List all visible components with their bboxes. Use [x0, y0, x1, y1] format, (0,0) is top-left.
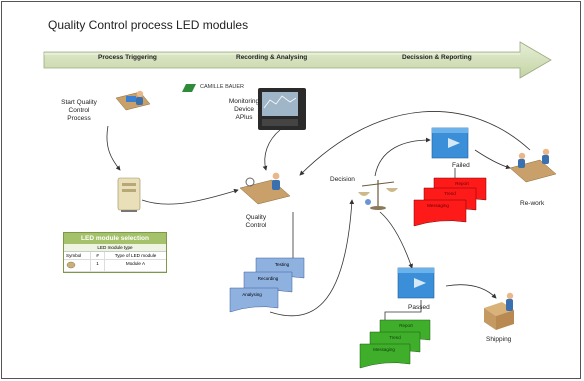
flow-docs-to-decision — [269, 199, 355, 317]
led-table-subtitle: LED module type — [64, 244, 166, 252]
phase-label-decision: Decission & Reporting — [402, 54, 472, 61]
shipping-icon — [484, 292, 514, 330]
led-table-row: 1 Module A — [64, 260, 166, 272]
failed-report-stack — [413, 177, 487, 227]
server-icon — [117, 177, 141, 212]
failed-label: Failed — [452, 162, 470, 169]
rework-label: Re-work — [520, 200, 545, 207]
flow-qc-to-docs — [287, 212, 294, 263]
failed-doc-trend: Trend — [444, 191, 456, 196]
led-table-header-symbol: Symbol — [64, 252, 91, 259]
led-table-header-row: Symbol # Type of LED module — [64, 252, 166, 260]
phase-label-recording: Recording & Analysing — [236, 54, 308, 61]
shipping-label: Shipping — [486, 336, 512, 343]
camille-bauer-logo — [182, 84, 196, 92]
flow-decision-to-passed — [379, 211, 413, 269]
flow-passed-to-docs — [384, 300, 422, 325]
qc-doc-analysing: Analysing — [242, 292, 262, 297]
failed-doc-report: Report — [455, 181, 469, 186]
passed-doc-messaging: Messaging — [373, 347, 395, 352]
flow-decision-to-failed — [374, 137, 431, 177]
led-table-header-type: Type of LED module — [114, 253, 157, 258]
failed-box-icon — [431, 127, 469, 159]
passed-label: Passed — [408, 304, 430, 311]
passed-doc-trend: Trend — [389, 335, 401, 340]
rework-people-icon — [509, 148, 557, 183]
qc-doc-recording: Recording — [257, 276, 279, 281]
passed-doc-report: Report — [399, 323, 413, 328]
monitoring-device-icon — [258, 88, 306, 130]
flow-passed-to-shipping — [445, 284, 497, 299]
led-module-table: LED module selection LED module type Sym… — [63, 232, 167, 273]
passed-box-icon — [397, 267, 435, 299]
flow-rework-loop — [299, 111, 531, 176]
passed-report-stack — [359, 319, 431, 369]
flow-server-to-qc — [141, 188, 239, 205]
phase-label-triggering: Process Triggering — [98, 54, 157, 61]
led-module-symbol-icon — [64, 260, 91, 271]
led-table-row-type: Module A — [125, 261, 146, 266]
flow-failed-to-rework — [474, 149, 511, 170]
qc-doc-testing: Testing — [274, 262, 290, 267]
quality-control-person-icon — [239, 172, 291, 205]
start-person-icon — [115, 90, 151, 111]
qc-document-stack — [229, 257, 305, 313]
led-table-header-number: # — [91, 252, 105, 259]
phase-arrow — [43, 41, 552, 79]
page-title: Quality Control process LED modules — [48, 18, 249, 32]
decision-label: Decision — [330, 176, 355, 183]
led-table-row-number: 1 — [91, 260, 105, 271]
flow-device-to-qc — [262, 129, 281, 171]
failed-doc-messaging: Messaging — [427, 203, 449, 208]
flow-start-to-server — [106, 125, 121, 171]
camille-bauer-logo-text: CAMILLE BAUER — [200, 84, 245, 90]
led-table-title: LED module selection — [64, 233, 166, 244]
decision-scale-icon — [358, 180, 398, 210]
